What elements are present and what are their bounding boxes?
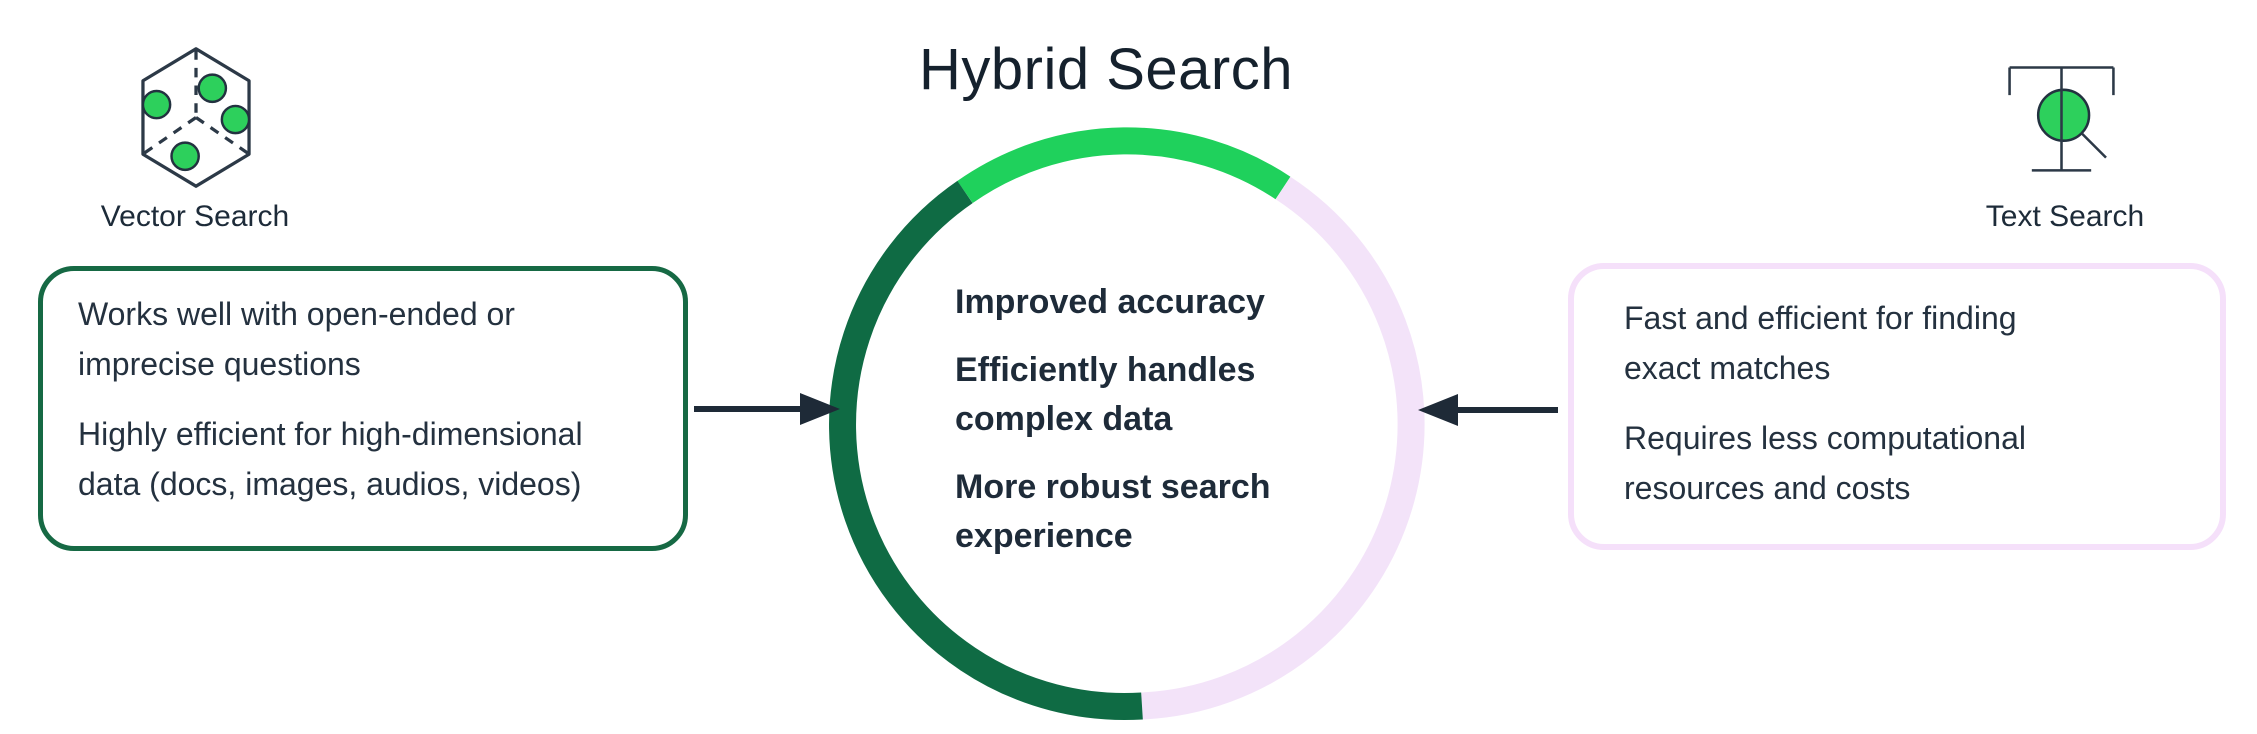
right-arrow	[1418, 394, 1558, 426]
box-text-line: data (docs, images, audios, videos)	[78, 466, 582, 502]
vector-point-dot	[170, 141, 200, 172]
text-box-paragraph: Fast and efficient for finding exact mat…	[1624, 293, 2196, 393]
benefit-line: More robust search	[955, 468, 1271, 506]
box-text-line: Highly efficient for high-dimensional	[78, 416, 583, 452]
hybrid-benefits-list: Improved accuracy Efficiently handles co…	[955, 278, 1295, 561]
box-text-line: Requires less computational	[1624, 420, 2026, 456]
ring-arc-bright-green	[957, 127, 1291, 204]
text-search-label: Text Search	[1985, 200, 2145, 233]
benefit-item: Efficiently handles complex data	[955, 346, 1295, 444]
benefit-line: experience	[955, 517, 1133, 555]
box-text-line: imprecise questions	[78, 346, 361, 382]
text-search-icon	[2008, 66, 2115, 172]
vector-point-dot	[197, 73, 228, 104]
magnifier-lens	[2036, 88, 2091, 142]
box-text-line: exact matches	[1624, 350, 1831, 386]
vector-point-dot	[141, 89, 172, 120]
text-box-paragraph: Requires less computational resources an…	[1624, 413, 2196, 513]
vector-box-paragraph: Works well with open-ended or imprecise …	[78, 289, 659, 389]
vector-point-dot	[220, 104, 251, 135]
box-text-line: Works well with open-ended or	[78, 296, 515, 332]
vector-search-label: Vector Search	[100, 200, 290, 233]
vector-box-paragraph: Highly efficient for high-dimensional da…	[78, 409, 659, 509]
box-text-line: resources and costs	[1624, 470, 1911, 506]
benefit-line: Improved accuracy	[955, 283, 1265, 321]
benefit-line: complex data	[955, 400, 1173, 438]
benefit-line: Efficiently handles	[955, 351, 1256, 389]
benefit-item: More robust search experience	[955, 463, 1295, 561]
left-arrow	[694, 393, 840, 425]
benefit-item: Improved accuracy	[955, 278, 1295, 327]
text-search-box: Fast and efficient for finding exact mat…	[1568, 263, 2226, 550]
vector-search-box: Works well with open-ended or imprecise …	[38, 266, 688, 551]
box-text-line: Fast and efficient for finding	[1624, 300, 2017, 336]
page-title: Hybrid Search	[919, 37, 1293, 102]
vector-search-icon	[141, 47, 251, 188]
